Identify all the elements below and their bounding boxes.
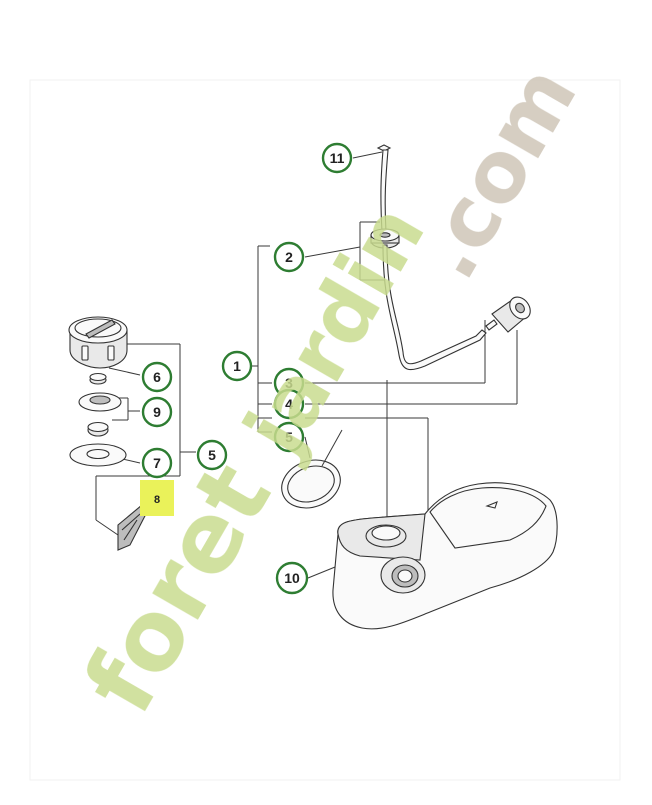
fuel-filter	[485, 296, 531, 333]
fuel-hose	[382, 244, 487, 371]
callout-6: 6	[141, 361, 173, 393]
seal-small	[89, 372, 107, 385]
callout-8-label: 8	[154, 494, 160, 506]
callout-3: 3	[273, 367, 305, 399]
callout-5-upper: 5	[273, 421, 305, 453]
callout-11: 11	[321, 142, 353, 174]
callout-10: 10	[275, 561, 309, 595]
callout-9: 9	[141, 396, 173, 428]
leader-lines	[95, 151, 518, 579]
callout-4: 4	[273, 388, 305, 420]
watermark-foret: foret	[63, 445, 293, 731]
frame	[29, 79, 621, 781]
callout-2-label: 2	[285, 249, 293, 265]
filler-cap	[68, 316, 128, 369]
callout-5-upper-label: 5	[285, 429, 293, 445]
callout-2: 2	[273, 241, 305, 273]
fuel-tank	[332, 482, 558, 630]
tank-cap-strap	[281, 429, 343, 509]
callout-6-label: 6	[153, 369, 161, 385]
washer	[69, 443, 127, 467]
gasket-lower	[87, 421, 109, 437]
callout-8: 8	[154, 494, 160, 506]
callout-10-label: 10	[284, 570, 300, 586]
callout-7: 7	[141, 447, 173, 479]
callout-11-label: 11	[330, 150, 345, 166]
callout-3-label: 3	[285, 375, 293, 391]
highlight-box	[140, 480, 174, 516]
callout-7-label: 7	[153, 455, 161, 471]
filter-strap	[117, 504, 149, 551]
callout-5-left-label: 5	[208, 447, 216, 463]
watermark-com: .com	[397, 49, 595, 295]
callout-9-label: 9	[153, 404, 161, 420]
callout-1: 1	[221, 350, 253, 382]
callout-5-left: 5	[196, 439, 228, 471]
callout-4-label: 4	[285, 396, 293, 412]
gasket-upper	[78, 392, 122, 412]
grommet	[370, 228, 400, 249]
callout-1-label: 1	[233, 358, 241, 374]
